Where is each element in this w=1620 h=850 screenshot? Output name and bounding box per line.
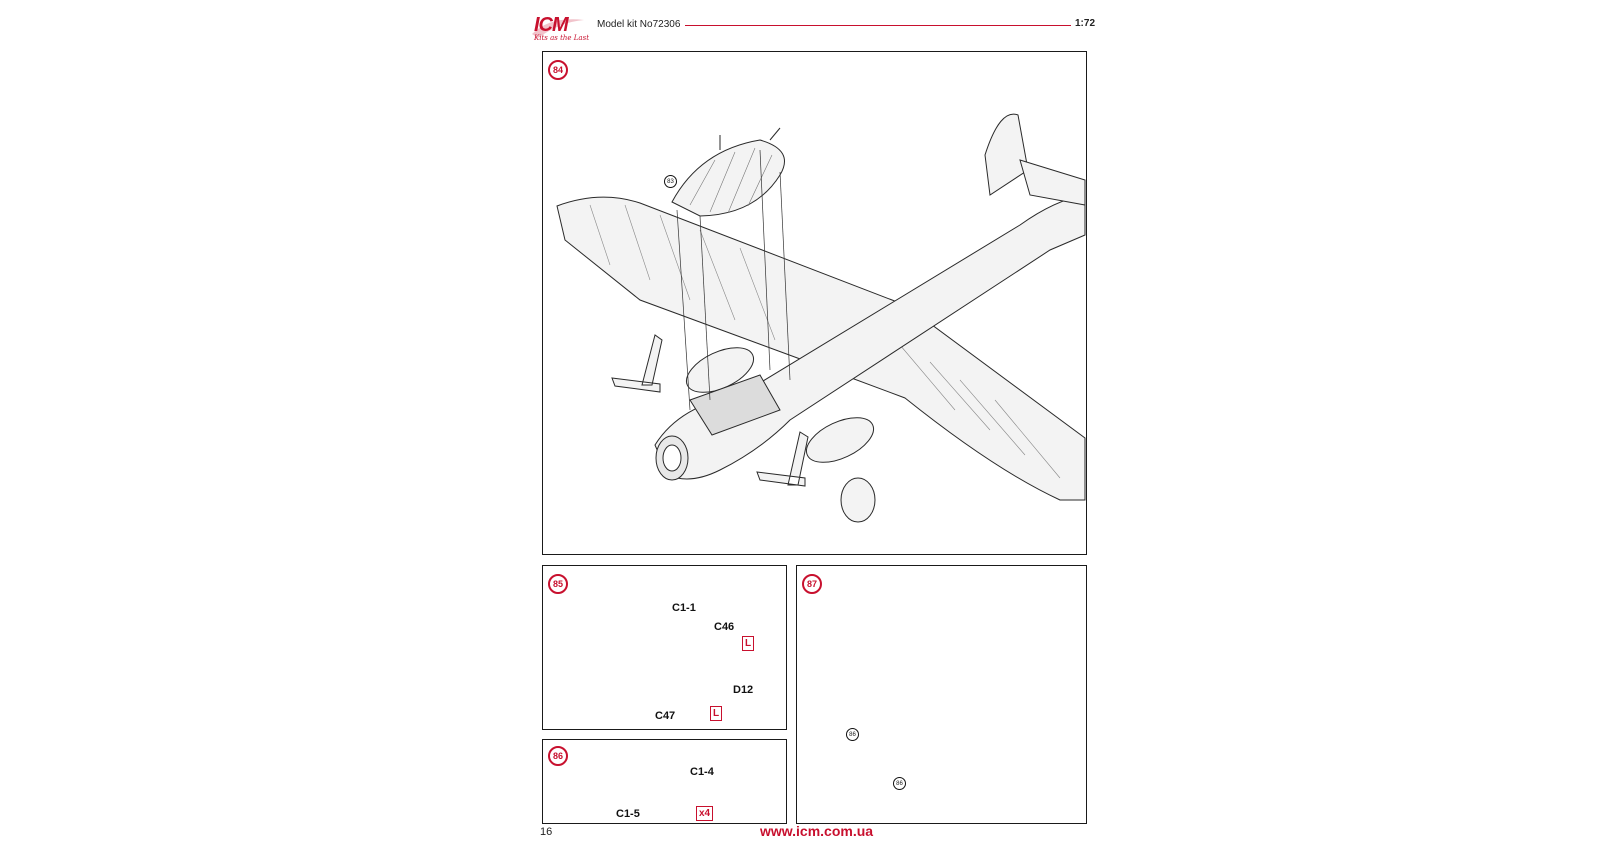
part-label-c47: C47	[655, 710, 676, 722]
step-87-panel	[796, 565, 1087, 824]
step-85-badge: 85	[548, 574, 568, 594]
marker-l-bottom: L	[710, 706, 723, 721]
scale-label: 1:72	[1075, 18, 1096, 29]
part-label-c1-4: C1-4	[690, 766, 714, 778]
part-label-c1-5: C1-5	[616, 808, 640, 820]
website-link[interactable]: www.icm.com.ua	[760, 823, 874, 839]
step-87-badge: 87	[802, 574, 822, 594]
step-86-reference-2: 86	[893, 777, 906, 790]
step-86-panel	[542, 739, 787, 824]
step-86-reference-1: 86	[846, 728, 859, 741]
step-86-badge: 86	[548, 746, 568, 766]
logo-text: ICM	[534, 14, 569, 36]
step-83-reference: 83	[664, 175, 677, 188]
logo-swoosh	[532, 19, 584, 38]
marker-l-top: L	[742, 636, 755, 651]
header-divider	[685, 25, 1071, 26]
page-number: 16	[540, 826, 553, 838]
icm-logo	[530, 14, 588, 48]
quantity-x4: x4	[696, 806, 714, 821]
part-label-c1-1: C1-1	[672, 602, 696, 614]
logo-tagline: Kits as the Last	[534, 34, 590, 42]
part-label-d12: D12	[733, 684, 754, 696]
step-84-badge: 84	[548, 60, 568, 80]
part-label-c46: C46	[714, 621, 735, 633]
step-84-panel	[542, 51, 1087, 555]
model-kit-label: Model kit No72306	[597, 19, 681, 30]
